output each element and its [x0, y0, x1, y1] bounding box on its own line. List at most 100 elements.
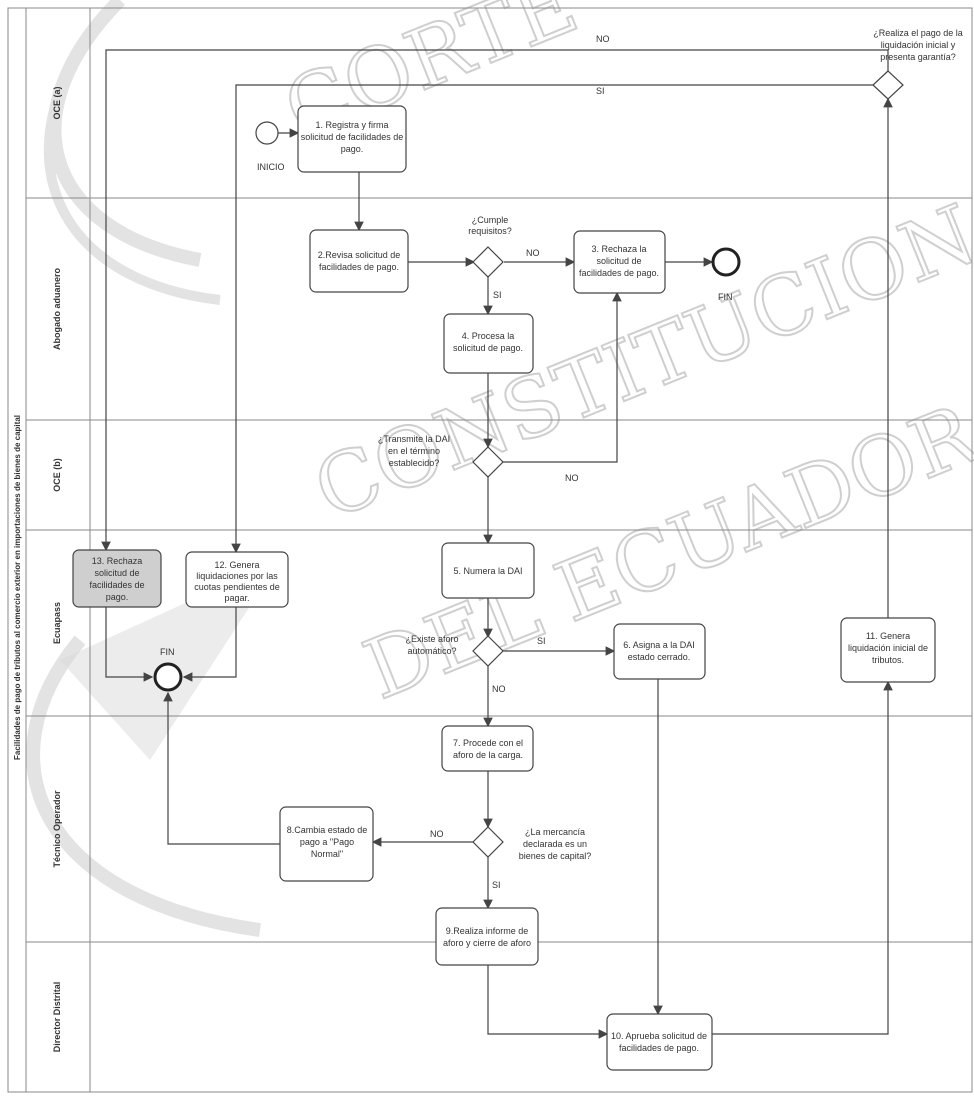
flow-label-no: NO — [565, 473, 579, 483]
task-13-text: 13. Rechaza — [92, 556, 143, 566]
flow-label-no: NO — [526, 248, 540, 258]
task-1: 1. Registra y firma solicitud de facilid… — [297, 105, 407, 173]
task-2: 2.Revisa solicitud de facilidades de pag… — [309, 229, 409, 293]
gateway-label: ¿La mercancía — [525, 827, 585, 837]
flow-label-no: NO — [596, 34, 610, 44]
task-7-text: aforo de la carga. — [453, 750, 523, 760]
task-12-text: cuotas pendientes de — [194, 582, 280, 592]
task-1-text: 1. Registra y firma — [315, 120, 388, 130]
task-13: 13. Rechaza solicitud de facilidades de … — [72, 549, 162, 608]
task-5: 5. Numera la DAI — [441, 542, 535, 599]
task-10-text: facilidades de pago. — [619, 1043, 699, 1053]
gateway-label: automático? — [407, 646, 456, 656]
gateway-label: establecido? — [389, 458, 440, 468]
end-event-label: FIN — [160, 647, 175, 657]
start-event-label: INICIO — [257, 162, 285, 172]
flow-g5-t12 — [231, 84, 874, 554]
start-event — [255, 121, 279, 145]
task-10-text: 10. Aprueba solicitud de — [611, 1031, 707, 1041]
gateway-1 — [472, 246, 504, 278]
task-3: 3. Rechaza la solicitud de facilidades d… — [573, 230, 666, 294]
lane-oce-a: OCE (a) — [52, 86, 62, 119]
task-3-text: solicitud de — [596, 256, 641, 266]
flow-label-si: SI — [537, 636, 546, 646]
task-8-text: Normal" — [311, 849, 343, 859]
lane-ecuapass: Ecuapass — [52, 602, 62, 644]
end-event — [711, 247, 741, 277]
gateway-label: ¿Cumple — [472, 215, 509, 225]
task-10: 10. Aprueba solicitud de facilidades de … — [606, 1013, 713, 1071]
task-13-text: facilidades de — [89, 580, 144, 590]
lane-tecnico-operador: Técnico Operador — [52, 790, 62, 868]
flow-g2-t3 — [502, 291, 622, 463]
tasks: 1. Registra y firma solicitud de facilid… — [72, 105, 936, 1071]
flow-t13-fin — [105, 607, 154, 682]
task-4: 4. Procesa la solicitud de pago. — [443, 313, 534, 374]
task-7-text: 7. Procede con el — [453, 738, 523, 748]
lane-director-distrital: Director Distrital — [52, 982, 62, 1053]
lane-abogado-aduanero: Abogado aduanero — [52, 268, 62, 351]
task-3-text: 3. Rechaza la — [591, 244, 646, 254]
task-11-text: liquidación inicial de — [848, 643, 928, 653]
flow-label-si: SI — [596, 86, 605, 96]
task-4-text: solicitud de pago. — [453, 343, 523, 353]
task-7: 7. Procede con el aforo de la carga. — [441, 725, 534, 772]
sequence-flows — [101, 49, 893, 1039]
task-1-text: pago. — [341, 144, 364, 154]
events: INICIO FIN FIN — [153, 121, 741, 692]
gateways: ¿Cumple requisitos? ¿Transmite la DAI en… — [378, 28, 963, 861]
flow-t12-fin — [182, 607, 237, 682]
gateway-3 — [472, 635, 504, 667]
task-4-text: 4. Procesa la — [462, 331, 515, 341]
flow-label-si: SI — [493, 290, 502, 300]
gateway-2 — [472, 446, 504, 478]
gateway-label: requisitos? — [468, 226, 512, 236]
flow-t10-t11 — [712, 680, 893, 1035]
task-13-text: pago. — [106, 592, 129, 602]
end-event — [153, 662, 183, 692]
task-5-text: 5. Numera la DAI — [453, 566, 522, 576]
lane-oce-b: OCE (b) — [52, 458, 62, 492]
task-12-text: pagar. — [224, 593, 249, 603]
flow-label-no: NO — [492, 684, 506, 694]
task-12-text: 12. Genera — [214, 560, 259, 570]
task-2-text: 2.Revisa solicitud de — [318, 250, 401, 260]
task-11-text: tributos. — [872, 655, 904, 665]
task-8: 8.Cambia estado de pago a "Pago Normal" — [279, 806, 374, 882]
flow-g5-t13 — [101, 49, 889, 552]
task-6-text: 6. Asigna a la DAI — [623, 640, 695, 650]
task-6-text: estado cerrado. — [628, 652, 691, 662]
pool-title: Facilidades de pago de tributos al comer… — [13, 415, 22, 760]
task-11: 11. Genera liquidación inicial de tribut… — [840, 617, 936, 683]
flow-t8-fin — [163, 691, 280, 845]
task-1-text: solicitud de facilidades de — [301, 132, 404, 142]
gateway-label: liquidación inicial y — [881, 40, 956, 50]
gateway-4 — [472, 826, 504, 858]
task-2-text: facilidades de pago. — [319, 262, 399, 272]
flow-labels: NO SI NO SI NO SI NO NO SI — [430, 34, 610, 890]
task-12: 12. Genera liquidaciones por las cuotas … — [185, 551, 289, 608]
end-event-label: FIN — [718, 292, 733, 302]
flow-label-no: NO — [430, 829, 444, 839]
task-9: 9.Realiza informe de aforo y cierre de a… — [435, 907, 539, 966]
gateway-label: ¿Existe aforo — [405, 634, 458, 644]
task-9-text: aforo y cierre de aforo — [443, 938, 531, 948]
gateway-5 — [872, 70, 904, 100]
watermark: CORTE CONSTITUCIONAL DEL ECUADOR — [26, 0, 974, 937]
task-6: 6. Asigna a la DAI estado cerrado. — [613, 623, 706, 680]
task-13-text: solicitud de — [94, 568, 139, 578]
gateway-label: en el término — [388, 446, 440, 456]
task-8-text: pago a "Pago — [300, 837, 354, 847]
gateway-label: ¿Realiza el pago de la — [873, 28, 963, 38]
gateway-label: bienes de capital? — [519, 851, 592, 861]
flow-t9-t10 — [487, 965, 609, 1039]
task-8-text: 8.Cambia estado de — [287, 825, 368, 835]
task-12-text: liquidaciones por las — [196, 571, 278, 581]
task-9-text: 9.Realiza informe de — [446, 926, 529, 936]
task-3-text: facilidades de pago. — [579, 268, 659, 278]
gateway-label: ¿Transmite la DAI — [378, 434, 450, 444]
flow-label-si: SI — [492, 880, 501, 890]
task-11-text: 11. Genera — [866, 631, 910, 641]
gateway-label: declarada es un — [523, 839, 587, 849]
